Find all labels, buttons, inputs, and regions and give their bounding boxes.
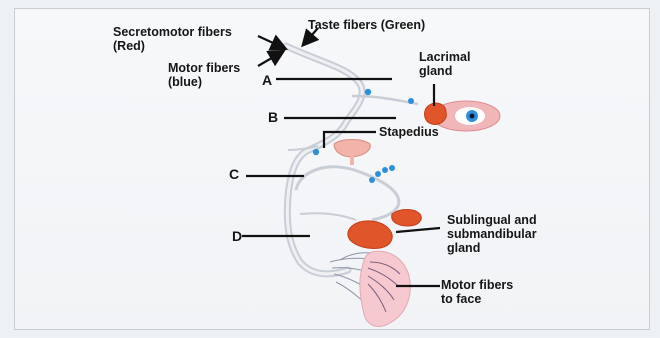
letter-d-label: D	[232, 229, 242, 243]
chorda-tympani-branch	[296, 167, 399, 220]
face-motor-label-line1: Motor fibers	[441, 278, 513, 292]
lacrimal-gland-shape	[425, 103, 447, 124]
stapedius-muscle-shape	[334, 140, 370, 158]
sublingual-label-line2: submandibular	[447, 227, 537, 241]
letter-c-label: C	[229, 167, 239, 181]
sublingual-pointer	[396, 228, 440, 232]
lacrimal-label: Lacrimal gland	[419, 50, 470, 78]
sublingual-label-line3: gland	[447, 241, 537, 255]
stapedius-label: Stapedius	[379, 125, 439, 139]
letter-a-label: A	[262, 73, 272, 87]
lacrimal-label-line2: gland	[419, 64, 470, 78]
motor-pointer	[258, 52, 282, 66]
secretomotor-pointer	[258, 36, 284, 48]
face-motor-label-line2: to face	[441, 292, 513, 306]
stapedius-stem	[350, 156, 354, 165]
motor-label: Motor fibers (blue)	[168, 61, 240, 89]
sublingual-gland-shape	[392, 210, 422, 227]
secretomotor-label-line1: Secretomotor fibers	[113, 25, 232, 39]
motor-label-line1: Motor fibers	[168, 61, 240, 75]
sublingual-label: Sublingual and submandibular gland	[447, 213, 537, 255]
sublingual-label-line1: Sublingual and	[447, 213, 537, 227]
secretomotor-label-line2: (Red)	[113, 39, 232, 53]
lacrimal-label-line1: Lacrimal	[419, 50, 470, 64]
letter-b-label: B	[268, 110, 278, 124]
secretomotor-label: Secretomotor fibers (Red)	[113, 25, 232, 53]
taste-label: Taste fibers (Green)	[308, 18, 425, 32]
motor-label-line2: (blue)	[168, 75, 240, 89]
submandibular-gland-shape	[348, 221, 392, 249]
face-motor-label: Motor fibers to face	[441, 278, 513, 306]
gland-branch	[300, 213, 356, 220]
